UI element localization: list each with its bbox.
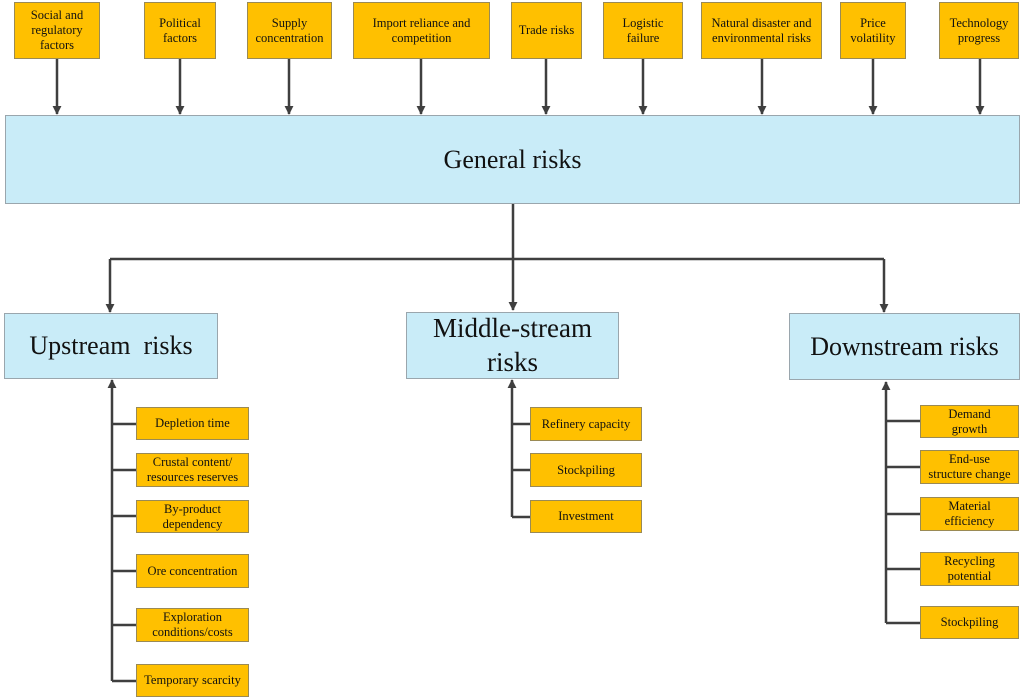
upstream-item-crustal-content: Crustal content/ resources reserves	[136, 453, 249, 487]
upstream-item-byproduct-dependency: By-product dependency	[136, 500, 249, 533]
factor-box-natural-disaster: Natural disaster and environmental risks	[701, 2, 822, 59]
middle-stream-risks-box: Middle-stream risks	[406, 312, 619, 379]
upstream-item-depletion-time: Depletion time	[136, 407, 249, 440]
downstream-item-stockpiling: Stockpiling	[920, 606, 1019, 639]
downstream-item-recycling-potential: Recycling potential	[920, 552, 1019, 586]
middle-item-refinery-capacity: Refinery capacity	[530, 407, 642, 441]
factor-box-political: Political factors	[144, 2, 216, 59]
factor-box-supply-concentration: Supply concentration	[247, 2, 332, 59]
downstream-item-demand-growth: Demand growth	[920, 405, 1019, 438]
downstream-item-material-efficiency: Material efficiency	[920, 497, 1019, 531]
factor-box-logistic-failure: Logistic failure	[603, 2, 683, 59]
downstream-item-end-use-structure: End-use structure change	[920, 450, 1019, 484]
general-risks-box: General risks	[5, 115, 1020, 204]
upstream-item-ore-concentration: Ore concentration	[136, 554, 249, 588]
middle-item-stockpiling: Stockpiling	[530, 453, 642, 487]
middle-item-investment: Investment	[530, 500, 642, 533]
downstream-risks-box: Downstream risks	[789, 313, 1020, 380]
factor-box-trade-risks: Trade risks	[511, 2, 582, 59]
upstream-risks-box: Upstream risks	[4, 313, 218, 379]
factor-box-technology-progress: Technology progress	[939, 2, 1019, 59]
upstream-item-temporary-scarcity: Temporary scarcity	[136, 664, 249, 697]
factor-box-price-volatility: Price volatility	[840, 2, 906, 59]
factor-box-social-regulatory: Social and regulatory factors	[14, 2, 100, 59]
factor-box-import-reliance: Import reliance and competition	[353, 2, 490, 59]
upstream-item-exploration-conditions: Exploration conditions/costs	[136, 608, 249, 642]
